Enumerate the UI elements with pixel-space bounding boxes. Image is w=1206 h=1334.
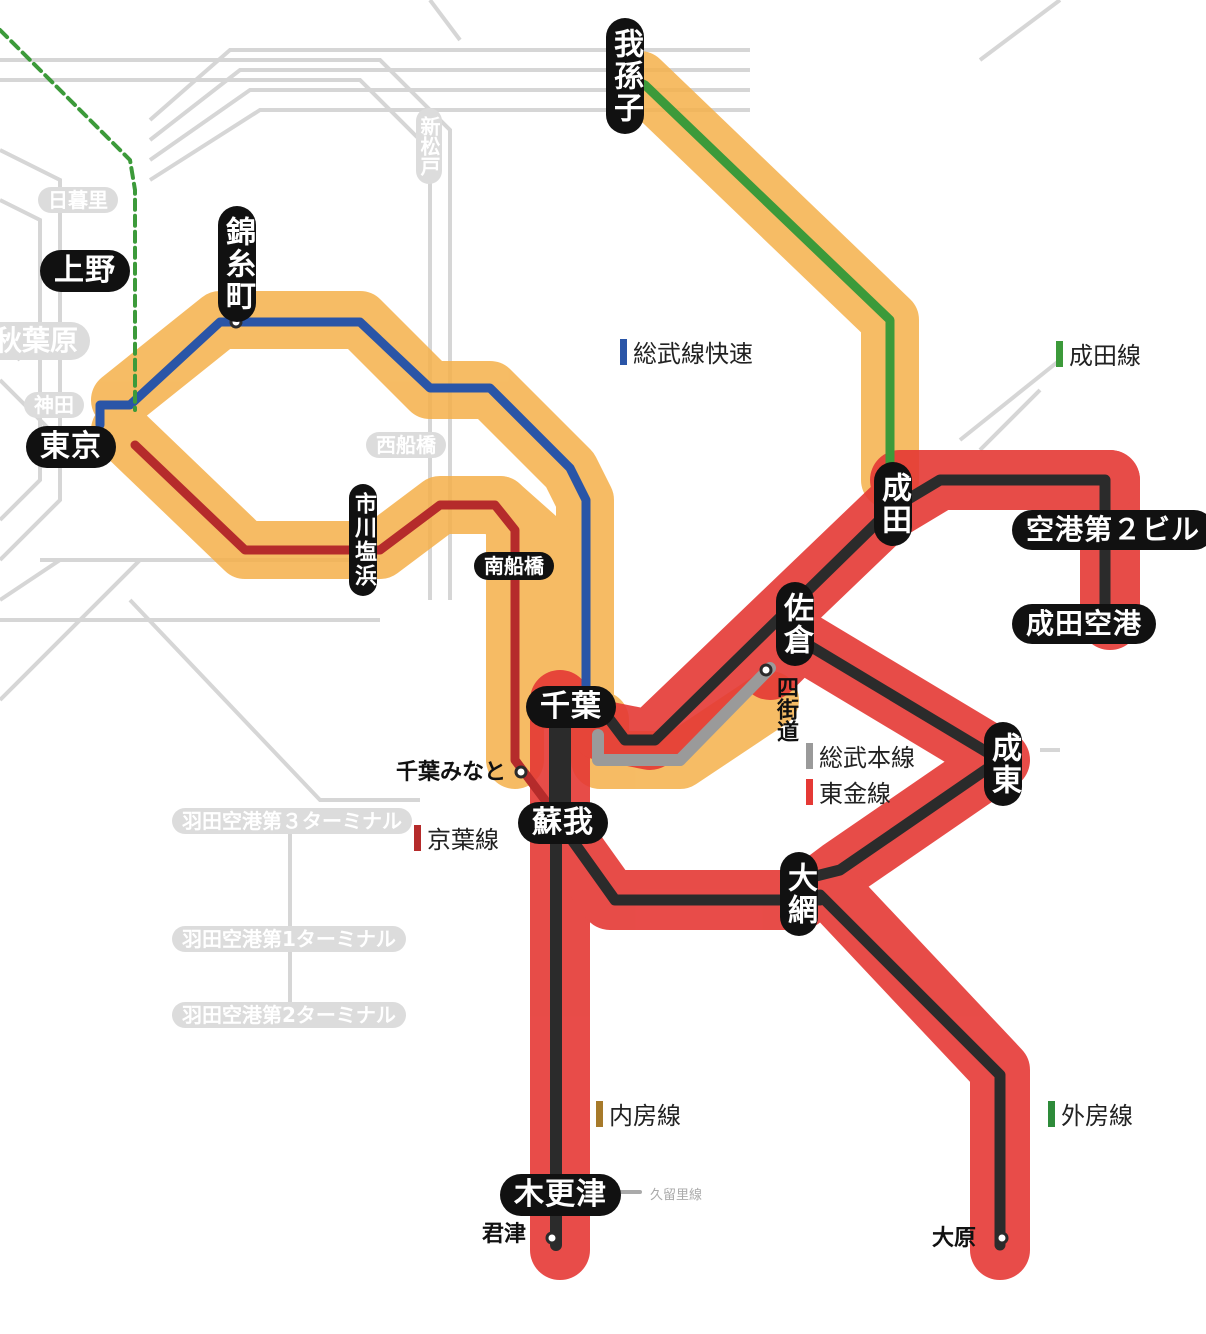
- legend-keiyo-line: 京葉線: [414, 820, 499, 855]
- station-oami[interactable]: 大網: [780, 852, 818, 936]
- legend-uchibo-line: 内房線: [596, 1096, 681, 1131]
- background-network: [0, 0, 1062, 1010]
- station-ueno[interactable]: 上野: [40, 250, 130, 292]
- kurihama-line-label: 久留里線: [650, 1188, 703, 1203]
- red-highlight: [530, 450, 1140, 1280]
- station-soga[interactable]: 蘇我: [518, 802, 608, 844]
- shin-matsudo-label: 新松戸: [416, 108, 442, 184]
- station-chiba[interactable]: 千葉: [526, 686, 616, 728]
- legend-keiyo-line-label: 京葉線: [427, 826, 499, 854]
- station-narita[interactable]: 成田: [874, 462, 912, 546]
- uchibo-swatch: [596, 1100, 603, 1127]
- station-ohara[interactable]: 大原: [932, 1226, 977, 1251]
- station-kinshicho[interactable]: 錦糸町: [218, 206, 256, 322]
- station-togane[interactable]: 成東: [984, 722, 1022, 806]
- station-airport-t2[interactable]: 空港第２ビル: [1012, 510, 1206, 550]
- keiyo-track: [130, 440, 550, 805]
- sobu-rapid-track: [95, 317, 591, 710]
- station-chiba-minato[interactable]: 千葉みなと: [396, 760, 507, 785]
- station-minami-funabashi[interactable]: 南船橋: [474, 552, 554, 580]
- togane-swatch: [806, 778, 813, 805]
- station-yotsukaido[interactable]: 四街道: [773, 676, 798, 742]
- sotobo-swatch: [1048, 1100, 1055, 1127]
- sobu-rapid-swatch: [620, 338, 627, 365]
- legend-sobu-main: 総武本線: [806, 738, 915, 773]
- station-abiko[interactable]: 我孫子: [606, 18, 644, 134]
- station-sakura[interactable]: 佐倉: [776, 582, 814, 666]
- sotobo-track: [814, 889, 1006, 1251]
- station-narita-airport[interactable]: 成田空港: [1012, 604, 1157, 644]
- sobu-main-swatch: [806, 742, 813, 769]
- nishi-funabashi-label: 西船橋: [366, 432, 446, 458]
- station-ichikawa-shiohama[interactable]: 市川塩浜: [349, 484, 377, 596]
- haneda-t1-label: 羽田空港第1ターミナル: [172, 926, 406, 952]
- legend-sobu-rapid: 総武線快速: [620, 334, 753, 369]
- legend-sotobo-line: 外房線: [1048, 1096, 1133, 1131]
- nippori-label: 日暮里: [38, 187, 118, 213]
- legend-togane-line-label: 東金線: [819, 780, 891, 808]
- sobu-main-gray-track: [592, 662, 776, 766]
- sakura-togane-track: [794, 634, 1006, 766]
- akihabara-label: 秋葉原: [0, 322, 91, 360]
- legend-narita-line-label: 成田線: [1069, 342, 1141, 370]
- station-kisarazu[interactable]: 木更津: [500, 1174, 621, 1216]
- legend-sobu-rapid-label: 総武線快速: [633, 340, 753, 368]
- haneda-t2-label: 羽田空港第2ターミナル: [172, 1002, 406, 1028]
- station-kimitsu[interactable]: 君津: [482, 1222, 527, 1247]
- legend-sobu-main-label: 総武本線: [819, 744, 915, 772]
- soga-oami-track: [559, 824, 826, 906]
- tohoku-dashed-track: [0, 28, 137, 412]
- kanda-label: 神田: [24, 392, 84, 418]
- legend-uchibo-line-label: 内房線: [609, 1102, 681, 1130]
- legend-togane-line: 東金線: [806, 774, 891, 809]
- station-dots: [229, 315, 1009, 1245]
- haneda-t3-label: 羽田空港第３ターミナル: [172, 808, 412, 834]
- keiyo-swatch: [414, 824, 421, 851]
- station-tokyo[interactable]: 東京: [26, 426, 116, 468]
- legend-sotobo-line-label: 外房線: [1061, 1102, 1133, 1130]
- legend-narita-line: 成田線: [1056, 336, 1141, 371]
- narita-line-swatch: [1056, 340, 1063, 367]
